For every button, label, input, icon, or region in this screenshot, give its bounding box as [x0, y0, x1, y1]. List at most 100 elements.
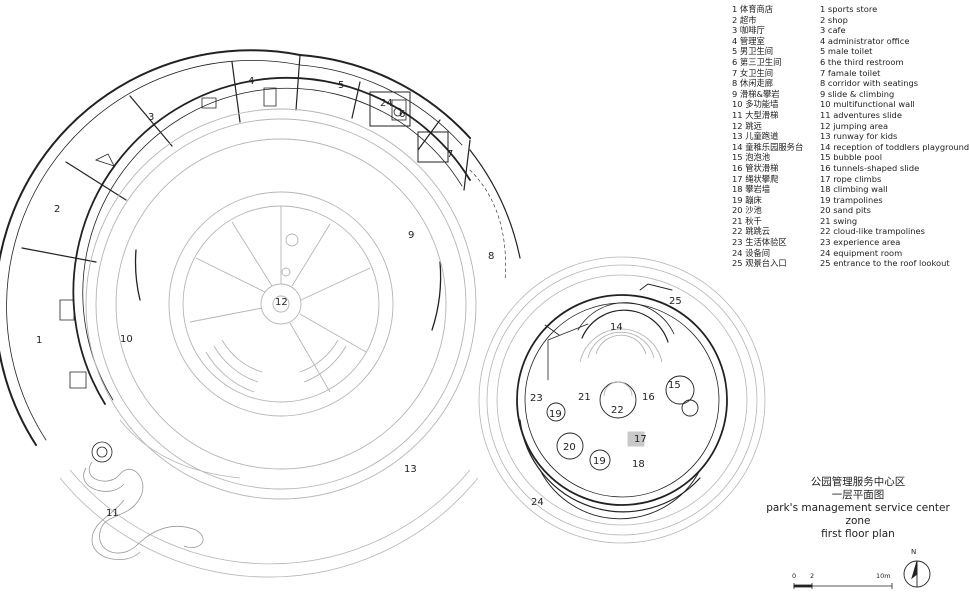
- legend-item-zh: 24 设备间: [732, 247, 771, 258]
- plan-label-16: 16: [642, 392, 655, 403]
- legend-item: 1 体育商店 1 sports store: [724, 4, 956, 15]
- north-label: N: [911, 548, 917, 556]
- legend-item-en: 19 trampolines: [820, 194, 883, 205]
- legend-item-en: 17 rope climbs: [820, 173, 882, 184]
- plan-label-5: 5: [338, 80, 344, 91]
- legend-item-zh: 5 男卫生间: [732, 46, 774, 57]
- plan-label-24a: 24: [380, 98, 393, 109]
- legend-item-en: 23 experience area: [820, 237, 901, 248]
- plan-label-3: 3: [148, 112, 154, 123]
- legend-item-zh: 15 泡泡池: [732, 152, 771, 163]
- legend-item-zh: 23 生活体验区: [732, 237, 787, 248]
- plan-number-labels: 1 2 3 4 5 6 7 8 9 10 11 12 13 14 15 16 1…: [36, 76, 682, 519]
- plan-label-17: 17: [634, 434, 647, 445]
- plan-label-10: 10: [120, 334, 133, 345]
- title-block: 公园管理服务中心区 一层平面图 park's management servic…: [760, 476, 956, 541]
- legend-item-zh: 10 多功能墙: [732, 99, 779, 110]
- plan-label-7: 7: [447, 149, 453, 160]
- plan-label-1: 1: [36, 335, 42, 346]
- scale-label-10: 10m: [876, 572, 891, 580]
- plan-label-25: 25: [669, 296, 682, 307]
- legend-item: 20 沙池 20 sand pits: [724, 205, 956, 216]
- plan-label-13: 13: [404, 464, 417, 475]
- scale-label-0: 0: [792, 572, 797, 580]
- legend-item-zh: 21 秋千: [732, 215, 762, 226]
- legend-item: 12 跳远 12 jumping area: [724, 121, 956, 132]
- legend-item-zh: 4 管理室: [732, 35, 765, 46]
- legend-item: 17 绳状攀爬 17 rope climbs: [724, 174, 956, 185]
- legend-item-en: 20 sand pits: [820, 205, 871, 216]
- plan-label-15: 15: [668, 380, 681, 391]
- legend-item-zh: 25 观景台入口: [732, 258, 787, 269]
- legend-item-en: 6 the third restroom: [820, 56, 904, 67]
- legend-item-en: 25 entrance to the roof lookout: [820, 258, 950, 269]
- plan-label-24b: 24: [531, 497, 544, 508]
- legend-item-zh: 12 跳远: [732, 120, 762, 131]
- plan-label-8: 8: [488, 251, 494, 262]
- north-arrow-icon: [903, 560, 931, 588]
- legend-item-zh: 20 沙池: [732, 205, 762, 216]
- legend-item-en: 2 shop: [820, 14, 848, 25]
- legend-item-en: 8 corridor with seatings: [820, 78, 919, 89]
- title-zh-line1: 公园管理服务中心区: [810, 476, 906, 488]
- plan-label-4: 4: [248, 76, 254, 87]
- scale-bar: 0 2 10m: [792, 572, 902, 592]
- legend-item-zh: 19 蹦床: [732, 194, 762, 205]
- legend-item: 19 蹦床 19 trampolines: [724, 195, 956, 206]
- plan-label-9: 9: [408, 230, 414, 241]
- legend-item-zh: 14 童稚乐园服务台: [732, 141, 804, 152]
- plan-label-18: 18: [632, 459, 645, 470]
- legend-item-zh: 18 攀岩墙: [732, 184, 771, 195]
- inner-hall: [85, 108, 477, 500]
- legend-item: 25 观景台入口 25 entrance to the roof lookout: [724, 258, 956, 269]
- legend-item-en: 16 tunnels-shaped slide: [820, 162, 920, 173]
- legend-item-zh: 22 跳跳云: [732, 226, 771, 237]
- title-zh-line2: 一层平面图: [831, 489, 885, 501]
- legend-item-zh: 6 第三卫生间: [732, 56, 782, 67]
- legend-item-en: 22 cloud-like trampolines: [820, 226, 925, 237]
- legend-item-zh: 1 体育商店: [732, 4, 774, 14]
- legend-item-en: 13 runway for kids: [820, 131, 898, 142]
- legend-item-en: 14 reception of toddlers playground: [820, 141, 969, 152]
- legend-item-zh: 9 滑梯&攀岩: [732, 88, 780, 99]
- legend-item-zh: 17 绳状攀爬: [732, 173, 779, 184]
- legend-item-en: 1 sports store: [820, 4, 878, 14]
- legend-item-en: 18 climbing wall: [820, 184, 888, 195]
- legend-item-en: 3 cafe: [820, 25, 846, 36]
- runway-13: [59, 419, 479, 578]
- toddler-play-area: [539, 328, 701, 520]
- plan-label-2: 2: [54, 204, 60, 215]
- legend-item-en: 24 equipment room: [820, 247, 903, 258]
- legend-item: 15 泡泡池 15 bubble pool: [724, 152, 956, 163]
- north-arrow: N: [900, 548, 934, 588]
- legend-item-zh: 13 儿童跑道: [732, 131, 779, 142]
- scale-bar-graphic: [793, 583, 893, 589]
- legend-item-en: 4 administrator office: [820, 35, 910, 46]
- legend-item-en: 11 adventures slide: [820, 109, 902, 120]
- plan-label-14: 14: [610, 322, 623, 333]
- main-building: [0, 49, 521, 446]
- legend-item: 13 儿童跑道 13 runway for kids: [724, 131, 956, 142]
- legend-item: 6 第三卫生间 6 the third restroom: [724, 57, 956, 68]
- plan-label-11: 11: [106, 508, 119, 519]
- legend-item: 11 大型滑梯 11 adventures slide: [724, 110, 956, 121]
- legend-item: 24 设备间 24 equipment room: [724, 248, 956, 259]
- toddler-building: [516, 283, 728, 513]
- legend-item: 9 滑梯&攀岩 9 slide & climbing: [724, 89, 956, 100]
- legend-item-en: 9 slide & climbing: [820, 88, 895, 99]
- legend-item-zh: 11 大型滑梯: [732, 109, 779, 120]
- legend-item-en: 12 jumping area: [820, 120, 889, 131]
- legend-item-en: 21 swing: [820, 215, 858, 226]
- plan-label-6: 6: [399, 109, 405, 120]
- legend-item: 23 生活体验区 23 experience area: [724, 237, 956, 248]
- plan-label-23: 23: [530, 393, 543, 404]
- legend-item-en: 15 bubble pool: [820, 152, 883, 163]
